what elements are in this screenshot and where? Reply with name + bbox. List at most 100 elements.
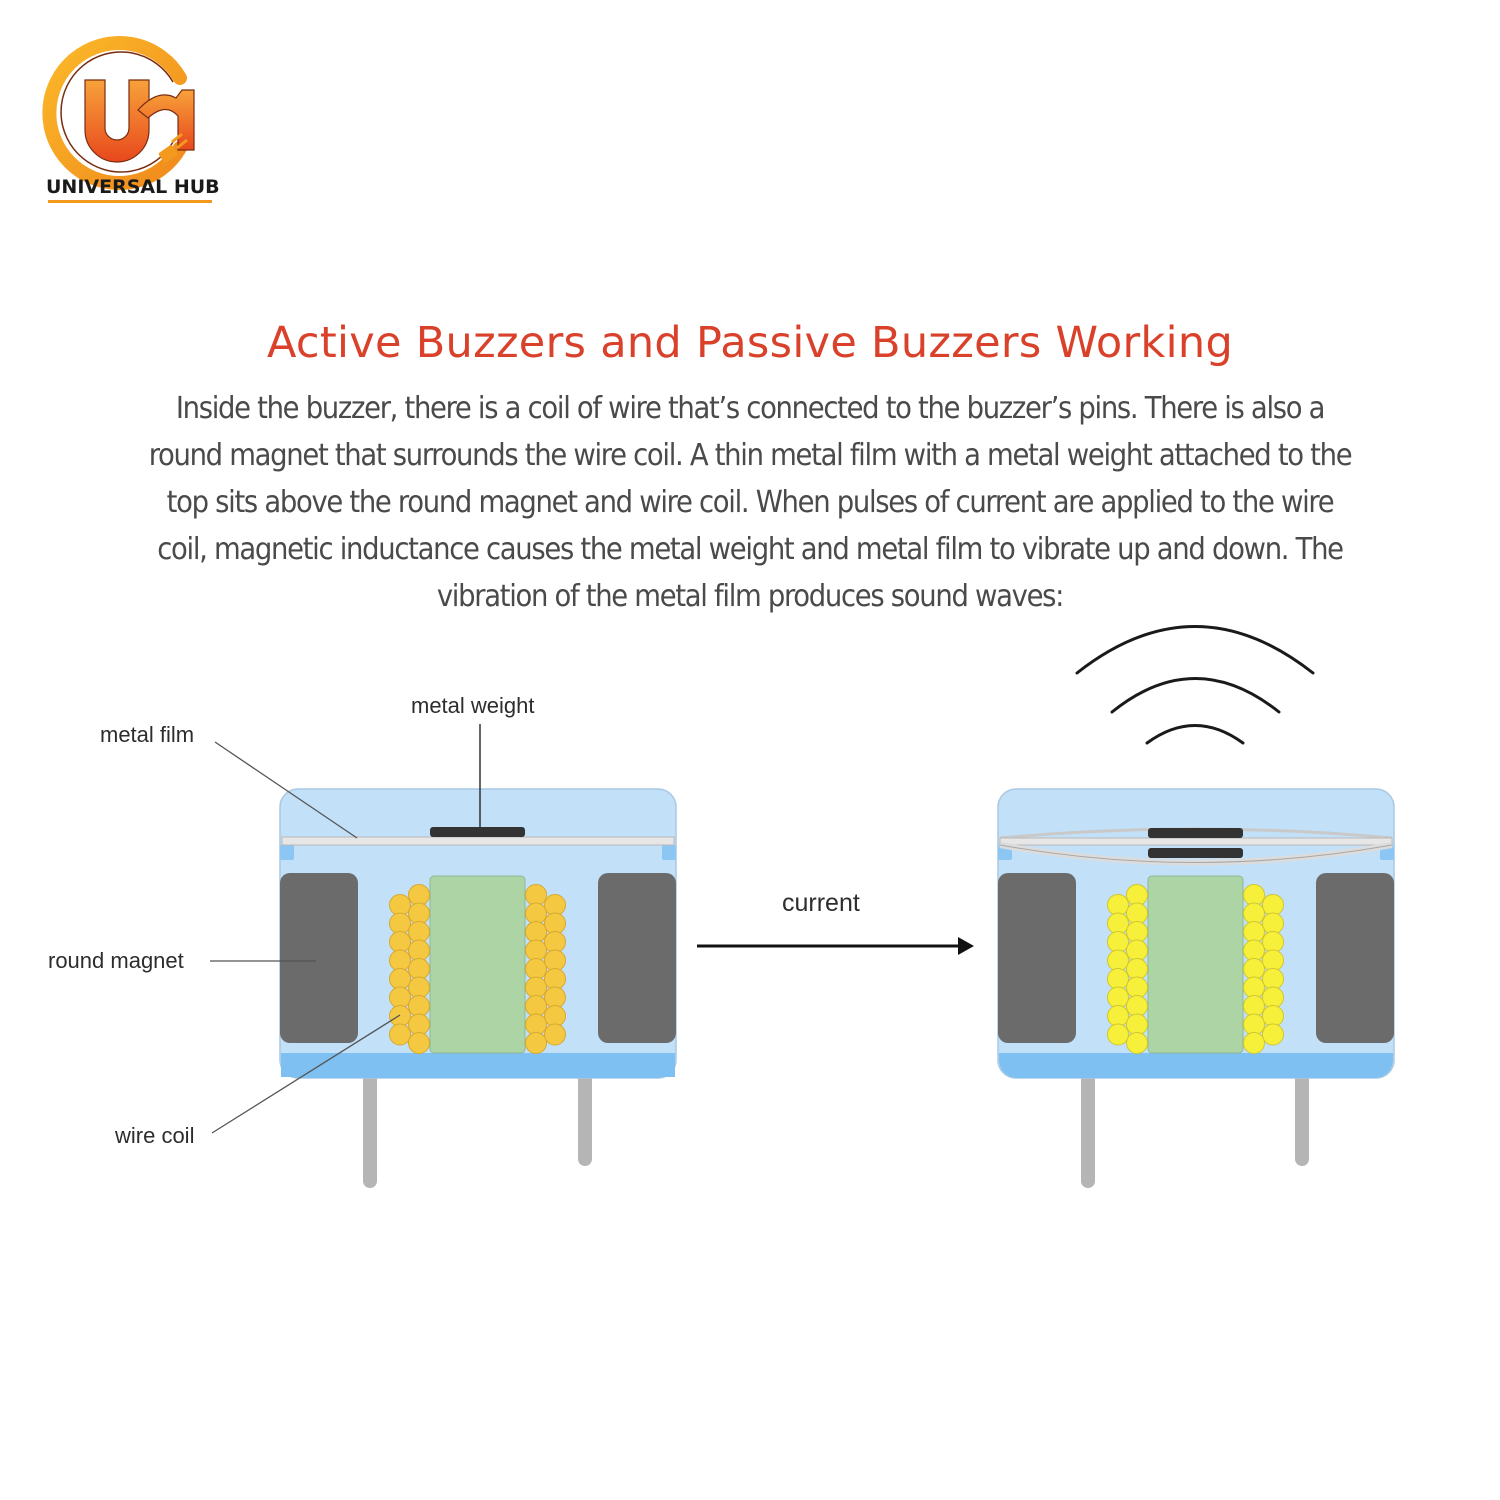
buzzer-idle: [279, 788, 677, 1188]
label-metal-film: metal film: [100, 722, 194, 747]
coil-winding: [1243, 902, 1265, 925]
coil-winding: [1262, 949, 1284, 972]
coil-winding: [408, 1013, 430, 1036]
film-support: [280, 845, 294, 860]
leader-line: [211, 1014, 401, 1134]
logo-ring-inner: [60, 51, 174, 173]
coil-winding: [408, 921, 430, 943]
coil-winding: [1262, 1023, 1284, 1046]
paragraph-line: coil, magnetic inductance causes the met…: [157, 532, 1344, 567]
coil-winding: [389, 931, 411, 953]
coil-winding: [1107, 949, 1129, 972]
coil-winding: [1107, 968, 1129, 990]
brand-underline: [48, 200, 212, 203]
coil-winding: [1126, 1013, 1148, 1036]
coil-winding: [1262, 931, 1284, 953]
coil-winding: [1126, 902, 1148, 925]
coil-winding: [1107, 912, 1129, 935]
coil-winding: [1107, 986, 1129, 1009]
description-paragraph: Inside the buzzer, there is a coil of wi…: [55, 385, 1445, 620]
coil-winding: [389, 986, 411, 1009]
coil-winding: [525, 884, 547, 906]
paragraph-line: top sits above the round magnet and wire…: [166, 485, 1335, 520]
coil-winding: [525, 902, 547, 925]
coil-winding: [544, 1005, 566, 1027]
coil-winding: [1243, 921, 1265, 943]
coil-winding: [1243, 995, 1265, 1017]
coil-winding: [1243, 1032, 1265, 1054]
logo-ring: [42, 36, 187, 190]
coil-winding: [544, 968, 566, 990]
coil-winding: [389, 949, 411, 972]
paragraph-line: round magnet that surrounds the wire coi…: [148, 438, 1353, 473]
buzzer-pin: [1295, 1072, 1309, 1166]
page-title: Active Buzzers and Passive Buzzers Worki…: [266, 318, 1234, 368]
plug-icon: [158, 132, 188, 163]
coil-winding: [1243, 976, 1265, 999]
coil-winding: [1262, 894, 1284, 916]
coil-winding: [1126, 921, 1148, 943]
label-metal-weight: metal weight: [411, 693, 535, 718]
sound-waves-icon: [1075, 625, 1315, 745]
coil-winding: [1107, 894, 1129, 916]
logo-letter-u: [84, 79, 150, 163]
sound-wave: [1110, 677, 1281, 714]
universal-hub-logo: [42, 36, 195, 190]
wire-coil: [389, 884, 566, 1054]
coil-winding: [544, 894, 566, 916]
coil-winding: [1243, 958, 1265, 980]
coil-winding: [525, 1032, 547, 1054]
coil-winding: [389, 1005, 411, 1027]
metal-film: [281, 836, 675, 846]
coil-winding: [544, 986, 566, 1009]
coil-winding: [1126, 958, 1148, 980]
label-current: current: [782, 889, 860, 917]
buzzer-pin: [578, 1070, 592, 1166]
metal-weight: [430, 827, 525, 837]
coil-winding: [544, 949, 566, 972]
metal-film: [999, 837, 1393, 846]
coil-winding: [544, 931, 566, 953]
coil-winding: [389, 894, 411, 916]
coil-winding: [389, 968, 411, 990]
coil-winding: [408, 902, 430, 925]
coil-winding: [1126, 884, 1148, 906]
buzzer-pin: [363, 1070, 377, 1188]
round-magnet: [280, 873, 358, 1043]
coil-winding: [1243, 884, 1265, 906]
coil-winding: [1107, 1023, 1129, 1046]
coil-winding: [408, 976, 430, 999]
round-magnet: [1316, 873, 1394, 1043]
coil-winding: [1126, 939, 1148, 962]
coil-winding: [1126, 1032, 1148, 1054]
coil-winding: [1107, 931, 1129, 953]
coil-winding: [1126, 976, 1148, 999]
paragraph-line: vibration of the metal film produces sou…: [436, 579, 1065, 614]
coil-winding: [525, 921, 547, 943]
coil-winding: [1243, 1013, 1265, 1036]
coil-winding: [408, 884, 430, 906]
round-magnet: [598, 873, 676, 1043]
paragraph-line: Inside the buzzer, there is a coil of wi…: [175, 391, 1326, 426]
brand-name: UNIVERSAL HUB: [46, 176, 220, 198]
sound-wave: [1075, 625, 1315, 675]
metal-weight: [1148, 828, 1243, 838]
coil-winding: [1243, 939, 1265, 962]
coil-winding: [544, 912, 566, 935]
coil-winding: [1126, 995, 1148, 1017]
buzzer-pin: [1081, 1072, 1095, 1188]
leader-line: [214, 741, 358, 839]
round-magnet: [998, 873, 1076, 1043]
coil-winding: [525, 976, 547, 999]
buzzer-vibrating: [997, 788, 1395, 1188]
coil-winding: [1107, 1005, 1129, 1027]
film-support: [662, 845, 676, 860]
coil-winding: [408, 958, 430, 980]
label-round-magnet: round magnet: [48, 948, 184, 973]
coil-winding: [408, 1032, 430, 1054]
coil-winding: [544, 1023, 566, 1046]
coil-winding: [525, 1013, 547, 1036]
coil-winding: [525, 995, 547, 1017]
coil-winding: [408, 995, 430, 1017]
